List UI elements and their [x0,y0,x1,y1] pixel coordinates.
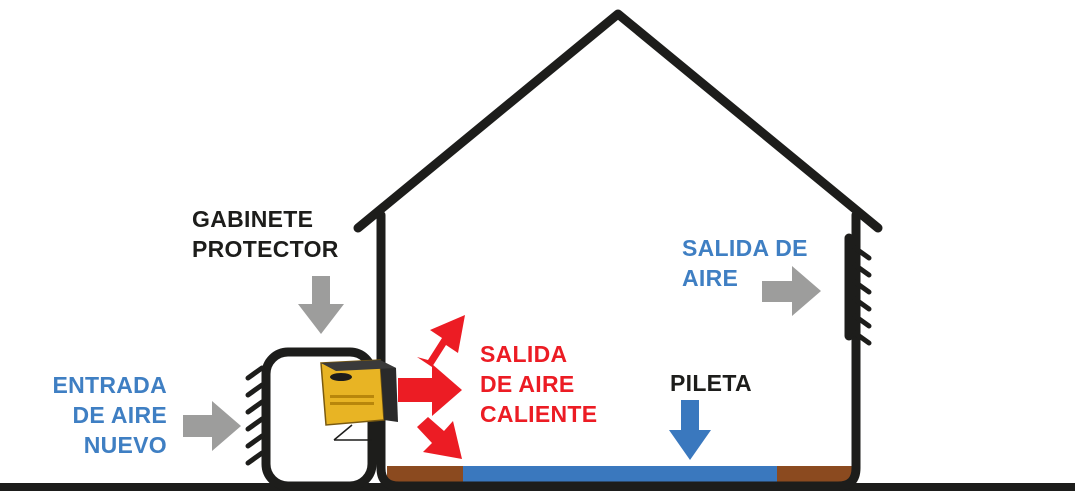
cabinet-vent [245,365,265,466]
label-salida-de-aire-caliente: SALIDA DE AIRE CALIENTE [480,339,597,429]
label-salida-aire-line2: AIRE [682,265,739,291]
label-salida-caliente-line3: CALIENTE [480,401,598,427]
arrow-right-entrada [183,401,241,451]
label-entrada-line3: NUEVO [83,432,167,458]
label-gabinete-protector: GABINETE PROTECTOR [192,204,339,264]
hot-air-arrow-down [417,417,462,459]
label-salida-de-aire: SALIDA DE AIRE [682,233,808,293]
arrow-down-pileta [669,400,711,460]
heater-unit-icon [320,359,398,441]
label-entrada-line2: DE AIRE [72,402,167,428]
hot-air-arrow-mid [398,364,462,416]
label-salida-aire-line1: SALIDA DE [682,235,808,261]
label-pileta-text: PILETA [670,370,752,396]
label-entrada-de-aire-nuevo: ENTRADA DE AIRE NUEVO [52,370,167,460]
arrow-down-gabinete [298,276,344,334]
right-vent [844,233,872,346]
floor-left [387,466,467,483]
label-salida-caliente-line1: SALIDA [480,341,568,367]
label-entrada-line1: ENTRADA [52,372,167,398]
hot-air-arrow-up [417,315,465,367]
label-pileta: PILETA [670,368,752,398]
label-gabinete-line2: PROTECTOR [192,236,339,262]
house-outline [353,9,883,491]
label-gabinete-line1: GABINETE [192,206,314,232]
pool [463,466,777,483]
floor-right [775,466,853,483]
arrow-right-salida-aire [762,266,821,316]
label-salida-caliente-line2: DE AIRE [480,371,575,397]
